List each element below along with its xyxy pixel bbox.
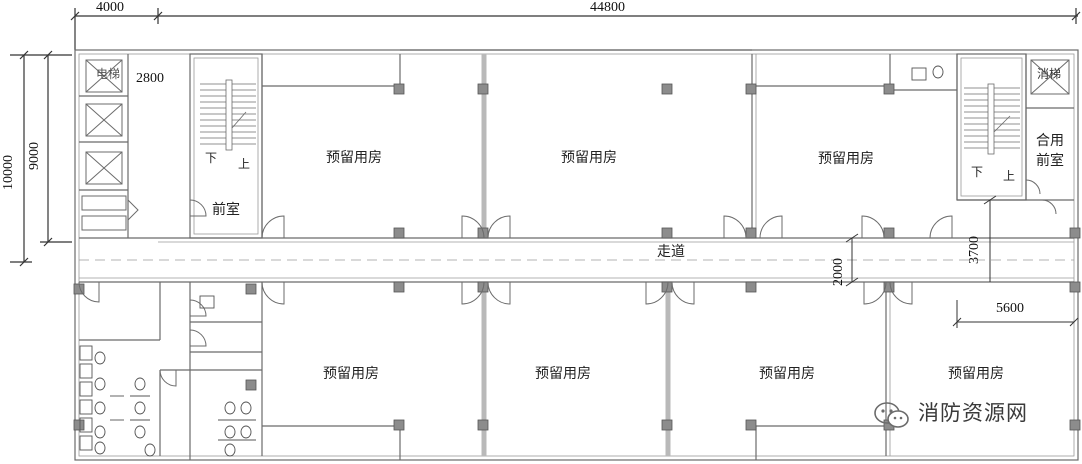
door-swing xyxy=(759,215,783,239)
room-label-upper-1: 预留用房 xyxy=(326,150,382,166)
wechat-icon xyxy=(874,402,909,428)
elevator-shaft xyxy=(1030,59,1070,95)
elevator-shaft xyxy=(85,103,123,137)
dim-left-outer: 10000 xyxy=(1,155,16,190)
corridor-label: 走道 xyxy=(657,244,685,260)
right-anteroom-label-line2: 前室 xyxy=(1036,153,1064,169)
room-label-upper-2: 预留用房 xyxy=(561,150,617,166)
column xyxy=(745,281,757,293)
column xyxy=(245,379,257,391)
room-label-lower-1: 预留用房 xyxy=(323,366,379,382)
column xyxy=(661,227,673,239)
door-swing xyxy=(189,299,207,317)
column xyxy=(393,281,405,293)
column xyxy=(393,227,405,239)
door-swing xyxy=(461,281,485,305)
column xyxy=(883,83,895,95)
column xyxy=(393,83,405,95)
column xyxy=(393,419,405,431)
door-swing xyxy=(159,369,177,387)
column xyxy=(745,83,757,95)
dim-corridor-width: 2000 xyxy=(831,258,846,286)
column xyxy=(745,419,757,431)
toilet-stall xyxy=(79,363,93,379)
door-swing xyxy=(723,215,747,239)
column xyxy=(661,419,673,431)
door-swing xyxy=(189,329,207,347)
door-swing xyxy=(127,199,139,221)
column xyxy=(477,419,489,431)
door-swing xyxy=(261,281,285,305)
room-label-lower-2: 预留用房 xyxy=(535,366,591,382)
room-label-lower-4: 预留用房 xyxy=(948,366,1004,382)
column xyxy=(477,83,489,95)
door-swing xyxy=(1025,179,1041,195)
dim-right-width: 5600 xyxy=(996,301,1024,316)
door-swing xyxy=(671,281,695,305)
column xyxy=(245,283,257,295)
column xyxy=(1069,227,1081,239)
right-anteroom-label-line1: 合用 xyxy=(1036,133,1064,149)
door-swing xyxy=(487,281,511,305)
exterior-wall xyxy=(74,49,1079,461)
watermark-text: 消防资源网 xyxy=(918,401,1028,425)
door-swing xyxy=(78,281,100,303)
elevator-shaft xyxy=(85,59,123,93)
column xyxy=(745,227,757,239)
door-swing xyxy=(461,215,485,239)
door-swing xyxy=(863,281,887,305)
door-swing xyxy=(861,215,885,239)
door-swing xyxy=(1041,199,1057,215)
room-label-upper-3: 预留用房 xyxy=(818,151,874,167)
column xyxy=(1069,419,1081,431)
toilet-stall xyxy=(79,345,93,361)
right-stair-down-label: 下 xyxy=(971,165,984,179)
door-swing xyxy=(487,215,511,239)
door-swing xyxy=(189,199,207,217)
dim-elevator-depth: 2800 xyxy=(136,71,164,86)
column xyxy=(661,83,673,95)
room-label-lower-3: 预留用房 xyxy=(759,366,815,382)
right-stair-enclosure xyxy=(956,53,1027,201)
fire-lift-label: 消梯 xyxy=(1037,67,1062,81)
elevator-shaft xyxy=(85,151,123,185)
left-stair-up-label: 上 xyxy=(238,157,251,171)
dim-right-depth: 3700 xyxy=(967,236,982,264)
door-swing xyxy=(889,281,913,305)
door-swing xyxy=(645,281,669,305)
column xyxy=(883,227,895,239)
lift-label: 电梯 xyxy=(96,67,121,81)
left-anteroom-label: 前室 xyxy=(212,202,240,218)
column xyxy=(1069,281,1081,293)
dim-left-inner: 9000 xyxy=(27,142,42,170)
left-stair-down-label: 下 xyxy=(205,151,218,165)
right-stair-up-label: 上 xyxy=(1003,169,1016,183)
door-swing xyxy=(929,215,953,239)
column xyxy=(883,281,895,293)
dim-top-left: 4000 xyxy=(96,0,124,15)
left-stair-enclosure xyxy=(189,53,263,239)
dim-top-total: 44800 xyxy=(590,0,625,15)
door-swing xyxy=(261,215,285,239)
column xyxy=(73,419,85,431)
